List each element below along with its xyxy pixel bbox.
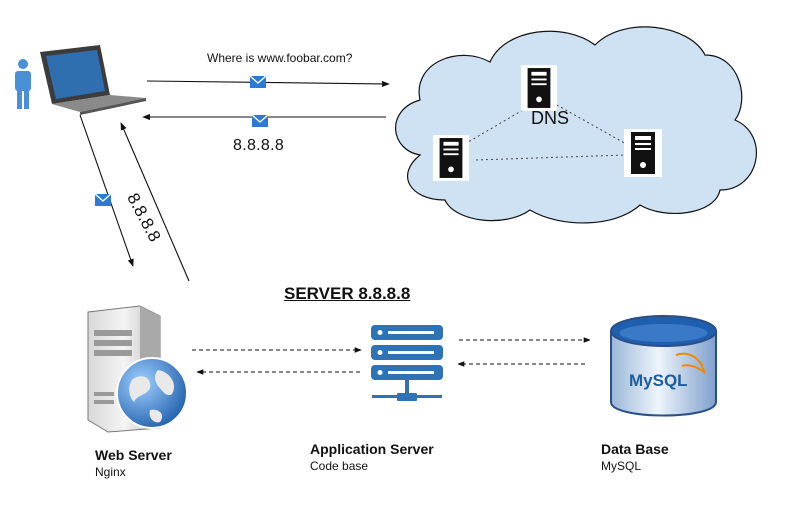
application-server-icon <box>371 325 443 401</box>
dns-response-ip-label: 8.8.8.8 <box>233 137 285 154</box>
app-server-label: Application Server <box>310 441 434 457</box>
dns-server-icon <box>432 135 470 181</box>
database-icon <box>610 315 717 417</box>
globe-icon <box>116 357 188 429</box>
database-sub: MySQL <box>601 459 642 473</box>
server-request-arrow <box>79 114 134 267</box>
dns-request-arrow <box>146 80 390 87</box>
dns-link <box>547 99 629 146</box>
server-title: SERVER 8.8.8.8 <box>284 284 411 303</box>
dns-link <box>475 154 627 161</box>
envelope-icon <box>250 76 266 88</box>
app-server-sub: Code base <box>310 459 369 473</box>
web-server-sub: Nginx <box>95 465 126 479</box>
envelope-icon <box>252 115 268 127</box>
database-label: Data Base <box>601 441 669 457</box>
dns-server-icon <box>624 129 662 177</box>
web-server-label: Web Server <box>95 447 172 463</box>
laptop-icon <box>40 45 146 115</box>
dns-label: DNS <box>531 108 570 128</box>
envelope-icon <box>95 194 111 206</box>
mysql-logo-text: MySQL <box>629 371 688 390</box>
user-icon <box>15 59 31 109</box>
dns-query-label: Where is www.foobar.com? <box>207 51 353 65</box>
dns-cloud <box>395 26 757 224</box>
dns-server-icon <box>520 65 558 111</box>
server-response-arrow <box>120 122 190 282</box>
